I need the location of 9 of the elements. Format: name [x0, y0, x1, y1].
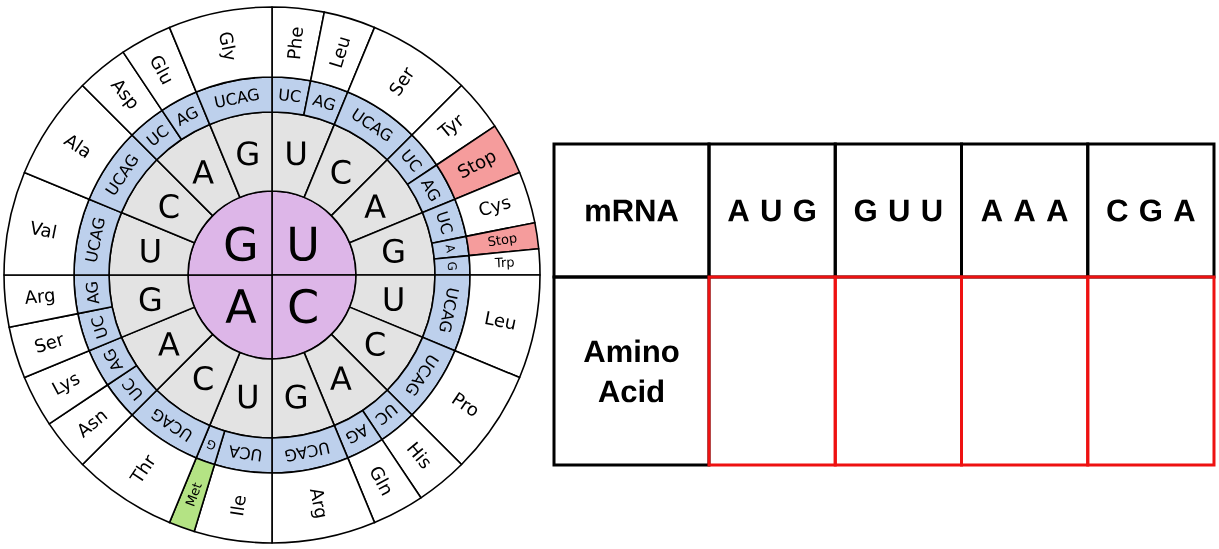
amino-acid-segment: Leu: [309, 11, 376, 93]
codon-cell: A A A: [960, 142, 1090, 279]
header-cell: Amino Acid: [552, 275, 711, 467]
header-cell: mRNA: [552, 142, 711, 279]
codon-cell: G U U: [833, 142, 963, 279]
amino-acid-segment: Arg: [3, 274, 79, 329]
centre-quadrant: G: [187, 190, 273, 276]
codon-cell: A U G: [707, 142, 837, 279]
codon-cell: C G A: [1086, 142, 1216, 279]
